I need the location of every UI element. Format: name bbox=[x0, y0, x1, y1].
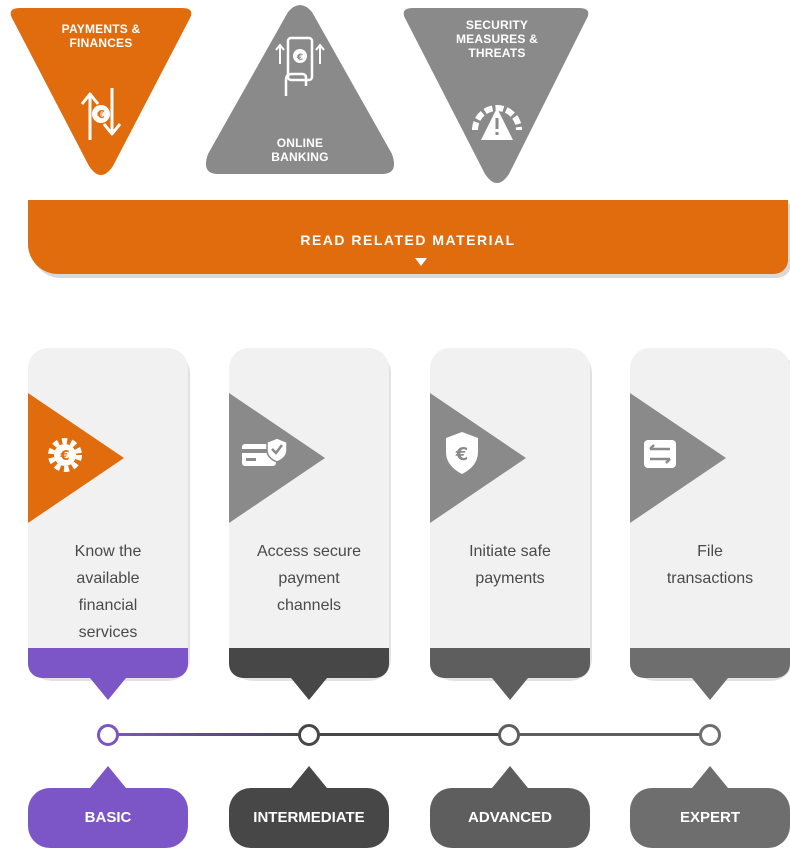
category-triangle-shape bbox=[403, 8, 589, 183]
transfer-arrows-icon bbox=[642, 438, 678, 475]
level-badge-advanced[interactable]: ADVANCED bbox=[430, 766, 590, 848]
category-triangle-shape bbox=[10, 8, 192, 175]
level-label: INTERMEDIATE bbox=[253, 809, 365, 826]
mobile-banking-icon: € bbox=[272, 34, 328, 105]
level-badge-intermediate[interactable]: INTERMEDIATE bbox=[229, 766, 389, 848]
card-footer bbox=[28, 648, 188, 700]
card-footer bbox=[630, 648, 790, 700]
timeline-node-basic[interactable] bbox=[97, 724, 119, 746]
card-flag-shape bbox=[430, 393, 526, 523]
category-payments-finances[interactable]: PAYMENTS & FINANCES € bbox=[6, 6, 196, 176]
timeline-segment bbox=[116, 733, 306, 736]
category-label: SECURITY MEASURES & THREATS bbox=[455, 18, 538, 60]
level-badge-expert[interactable]: EXPERT bbox=[630, 766, 790, 848]
level-badge-basic[interactable]: BASIC bbox=[28, 766, 188, 848]
timeline-segment bbox=[516, 733, 706, 736]
category-online-banking[interactable]: € ONLINE BANKING bbox=[202, 4, 398, 180]
level-label: ADVANCED bbox=[468, 809, 552, 826]
timeline-node-expert[interactable] bbox=[699, 724, 721, 746]
level-label: EXPERT bbox=[679, 809, 740, 826]
card-description: Initiate safe payments bbox=[469, 543, 551, 587]
card-footer-pointer bbox=[492, 678, 528, 700]
category-label: PAYMENTS & FINANCES bbox=[61, 22, 141, 50]
card-footer-pointer bbox=[692, 678, 728, 700]
security-gauge-icon bbox=[469, 90, 525, 151]
caret-down-icon bbox=[415, 258, 427, 266]
card-description: Know the available financial services bbox=[74, 543, 142, 641]
card-footer bbox=[430, 648, 590, 700]
skill-card-expert[interactable]: File transactions bbox=[630, 348, 790, 700]
svg-text:€: € bbox=[59, 449, 69, 464]
skill-card-basic[interactable]: € Know the available financial services bbox=[28, 348, 188, 700]
banner-label: READ RELATED MATERIAL bbox=[300, 232, 516, 248]
badge-pointer bbox=[692, 766, 728, 788]
read-related-material-button[interactable]: READ RELATED MATERIAL bbox=[28, 200, 788, 274]
card-footer bbox=[229, 648, 389, 700]
skill-card-intermediate[interactable]: Access secure payment channels bbox=[229, 348, 389, 700]
level-label: BASIC bbox=[84, 809, 132, 826]
svg-text:€: € bbox=[96, 108, 105, 121]
euro-shield-icon: € bbox=[442, 428, 482, 483]
category-security-measures[interactable]: SECURITY MEASURES & THREATS bbox=[399, 6, 595, 186]
svg-text:€: € bbox=[455, 444, 469, 465]
svg-text:€: € bbox=[296, 53, 303, 63]
card-flag-shape bbox=[630, 393, 726, 523]
card-description: File transactions bbox=[666, 543, 754, 587]
category-label: ONLINE BANKING bbox=[271, 136, 329, 164]
card-footer-pointer bbox=[291, 678, 327, 700]
category-triangle-shape bbox=[205, 5, 395, 174]
badge-pointer bbox=[492, 766, 528, 788]
card-footer-pointer bbox=[90, 678, 126, 700]
payments-exchange-icon: € bbox=[78, 82, 124, 149]
euro-gear-icon: € bbox=[42, 432, 88, 483]
skill-card-advanced[interactable]: € Initiate safe payments bbox=[430, 348, 590, 700]
card-description: Access secure payment channels bbox=[256, 543, 362, 614]
badge-pointer bbox=[291, 766, 327, 788]
timeline-node-intermediate[interactable] bbox=[298, 724, 320, 746]
badge-pointer bbox=[90, 766, 126, 788]
secure-card-icon bbox=[239, 434, 289, 479]
timeline-segment bbox=[316, 733, 506, 736]
timeline-node-advanced[interactable] bbox=[498, 724, 520, 746]
